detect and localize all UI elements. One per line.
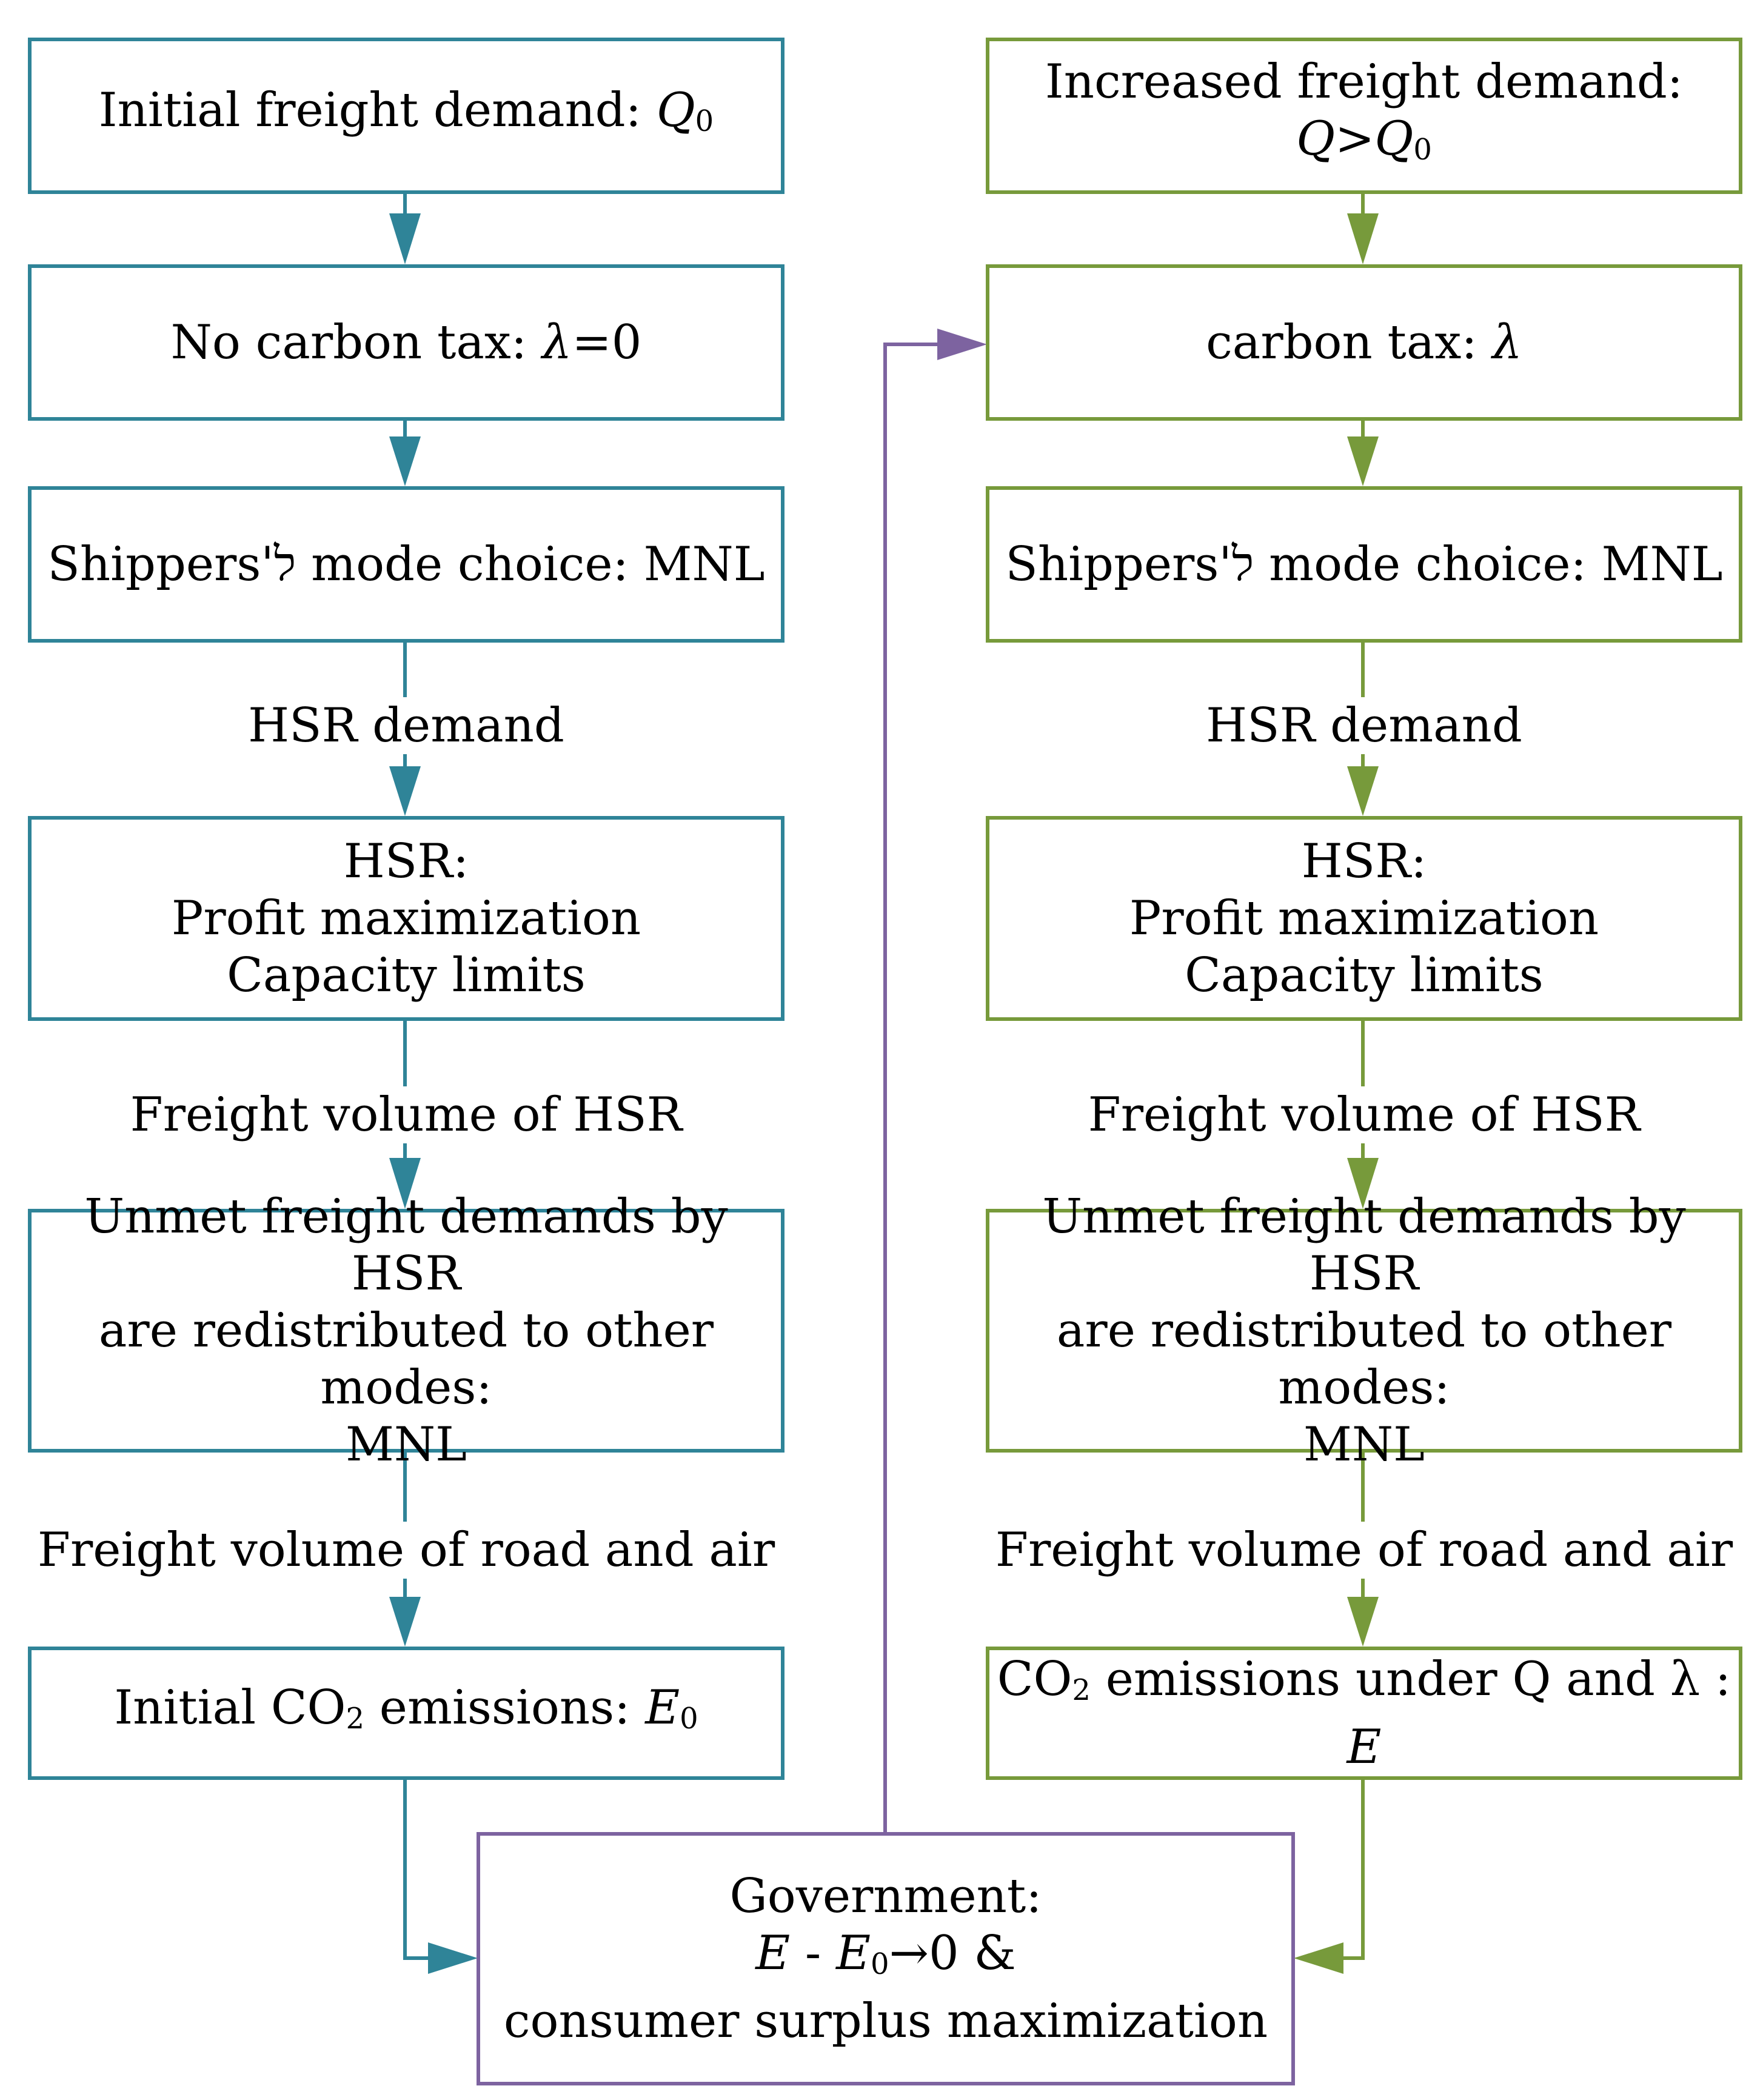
left-mode-choice-text: Shippers'ל mode choice: MNL [47,537,765,592]
right-emissions-line-1: CO2 emissions under Q and λ : [997,1652,1731,1707]
right-arrowhead-2 [1347,436,1379,486]
left-freight-hsr-label: Freight volume of HSR [124,1086,689,1143]
left-initial-emissions-text: Initial CO2 emissions: E0 [114,1680,698,1736]
left-no-carbon-tax-text: No carbon tax: λ=0 [170,315,642,370]
left-arrowhead-1 [389,213,421,264]
right-hsr-line-3: Capacity limits [1185,948,1544,1003]
right-hsr-line-2: Profit maximization [1129,891,1599,946]
right-emissions-line-2: E [1347,1720,1382,1774]
left-initial-emissions-box: Initial CO2 emissions: E0 [28,1647,784,1780]
right-to-government-arrowhead [1294,1942,1343,1974]
right-hsr-line-1: HSR: [1301,834,1427,889]
left-hsr-line-2: Profit maximization [171,891,641,946]
government-box: Government: E - E0→0 & consumer surplus … [477,1832,1295,2085]
left-unmet-line-1: Unmet freight demands by HSR [84,1189,728,1301]
right-unmet-line-1: Unmet freight demands by HSR [1042,1189,1686,1301]
right-freight-hsr-label: Freight volume of HSR [1082,1086,1647,1143]
right-mode-choice-text: Shippers'ל mode choice: MNL [1005,537,1723,592]
right-carbon-tax-box: carbon tax: λ [986,264,1742,421]
left-hsr-profit-box: HSR: Profit maximization Capacity limits [28,816,784,1021]
right-mode-choice-box: Shippers'ל mode choice: MNL [986,486,1742,643]
left-unmet-demand-box: Unmet freight demands by HSR are redistr… [28,1189,784,1472]
left-initial-demand-text: Initial freight demand: Q0 [98,83,714,138]
right-increased-demand-box: Increased freight demand: Q>Q0 [986,38,1742,194]
right-unmet-line-2: are redistributed to other modes: [1056,1303,1672,1415]
left-hsr-line-3: Capacity limits [227,948,586,1003]
right-increased-demand-text: Increased freight demand: Q>Q0 [1045,55,1684,167]
government-objective: consumer surplus maximization [503,1994,1268,2048]
government-feedback-connector [883,343,940,1833]
right-carbon-tax-text: carbon tax: λ [1206,315,1522,370]
right-hsr-demand-label: HSR demand [1200,697,1528,754]
right-unmet-line-3: MNL [1303,1417,1425,1472]
left-arrowhead-4 [389,1158,421,1209]
left-arrowhead-5 [389,1597,421,1647]
right-arrowhead-4 [1347,1158,1379,1209]
left-unmet-line-2: are redistributed to other modes: [98,1303,714,1415]
right-freight-road-air-label: Freight volume of road and air [989,1522,1739,1579]
left-hsr-demand-label: HSR demand [242,697,570,754]
left-to-government-arrowhead [428,1942,478,1974]
left-arrowhead-2 [389,436,421,486]
right-to-government-connector [1340,1779,1365,1960]
right-emissions-box: CO2 emissions under Q and λ : E [986,1647,1742,1780]
government-equation: E - E0→0 & [755,1926,1016,1981]
left-mode-choice-box: Shippers'ל mode choice: MNL [28,486,784,643]
left-arrowhead-3 [389,766,421,816]
left-no-carbon-tax-box: No carbon tax: λ=0 [28,264,784,421]
right-hsr-profit-box: HSR: Profit maximization Capacity limits [986,816,1742,1021]
right-unmet-demand-box: Unmet freight demands by HSR are redistr… [986,1189,1742,1472]
government-feedback-arrowhead [937,329,987,360]
left-unmet-line-3: MNL [346,1417,467,1472]
right-arrowhead-5 [1347,1597,1379,1647]
government-title: Government: [729,1869,1042,1924]
left-hsr-line-1: HSR: [343,834,469,889]
left-initial-demand-box: Initial freight demand: Q0 [28,38,784,194]
right-arrowhead-1 [1347,213,1379,264]
right-arrowhead-3 [1347,766,1379,816]
left-to-government-connector [403,1779,432,1960]
left-freight-road-air-label: Freight volume of road and air [31,1522,781,1579]
